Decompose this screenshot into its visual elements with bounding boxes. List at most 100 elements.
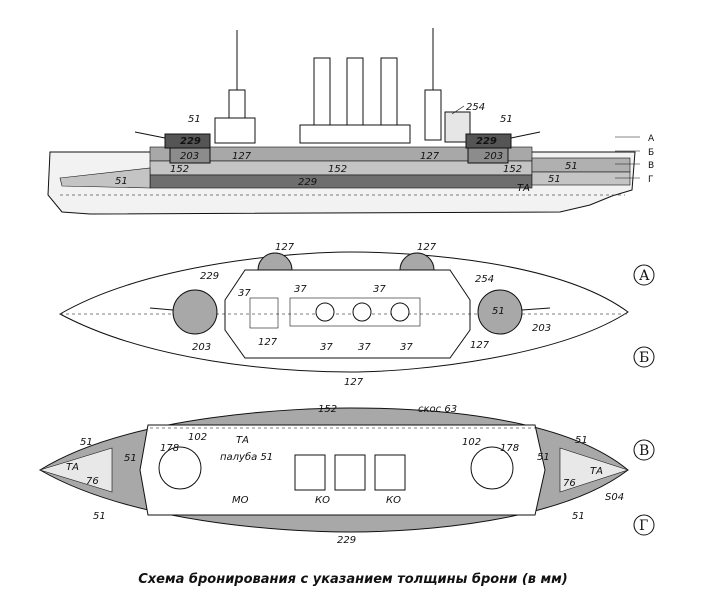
fore-house: [249, 297, 279, 329]
deck-plan-v: 152 скос 63 51 51 51 51 51 51 76 76 178 …: [38, 404, 655, 546]
side-label-turret-top-aft: 51: [500, 114, 513, 125]
funnel-1: [313, 57, 331, 137]
citadel-b: [224, 269, 471, 359]
side-label-stern-lower: 51: [548, 174, 561, 185]
barbette-v-aft: [470, 446, 514, 490]
main-belt: [149, 174, 533, 189]
v-label-51-bow-in: 51: [124, 453, 137, 464]
ko-box-2: [334, 454, 366, 491]
b-label-37-b1: 37: [320, 342, 333, 353]
v-label-51-bow-top: 51: [80, 437, 93, 448]
b-label-barbette-aft: 51: [492, 306, 505, 317]
v-label-178-bow: 178: [160, 443, 179, 454]
v-label-102-stern: 102: [462, 437, 481, 448]
level-letter-v: В: [639, 443, 649, 459]
ref-v: В: [648, 161, 654, 171]
barbette-aft-plan: [477, 289, 523, 335]
b-label-127-bot-r: 127: [470, 340, 490, 351]
fore-guns: [134, 131, 166, 139]
v-label-76-stern: 76: [563, 478, 576, 489]
figure-caption: Схема бронирования с указанием толщины б…: [138, 572, 568, 587]
casemate-top-r: [399, 252, 435, 271]
v-label-ta-aft: ТА: [590, 466, 603, 477]
side-label-stern-upper: 51: [565, 161, 578, 172]
b-label-barbette-fore: 229: [200, 271, 219, 282]
aft-mast-base: [424, 89, 442, 141]
mid-house: [289, 297, 421, 327]
ref-a: А: [648, 134, 655, 144]
deck-v-interior: [139, 424, 546, 516]
stern-upper-belt: [531, 157, 631, 173]
side-label-main-belt: 229: [298, 177, 317, 188]
v-label-ta-fwd: ТА: [66, 462, 79, 473]
v-label-ko-2: КО: [386, 495, 401, 506]
b-label-37-b2: 37: [358, 342, 371, 353]
ref-b: Б: [648, 148, 654, 158]
b-label-203-aft: 203: [532, 323, 551, 334]
v-label-skos: скос 63: [418, 404, 457, 415]
level-marker-a: [633, 264, 655, 286]
b-label-37-tc: 37: [294, 284, 307, 295]
v-label-51-stern-top: 51: [575, 435, 588, 446]
barbette-v-fore: [158, 446, 202, 490]
b-label-37-tr: 37: [373, 284, 386, 295]
b-label-127-bottom: 127: [344, 377, 364, 388]
ko-box-3: [374, 454, 406, 491]
b-label-37-tl: 37: [238, 288, 251, 299]
ko-box-1: [294, 454, 326, 491]
v-label-178-stern: 178: [500, 443, 519, 454]
v-label-229-bottom: 229: [337, 535, 356, 546]
level-marker-g: [633, 514, 655, 536]
stern-lower-belt: [531, 171, 631, 186]
v-label-152: 152: [318, 404, 337, 415]
casemate-top-l: [257, 252, 293, 271]
barbette-fore-plan: [172, 289, 218, 335]
funnel-plan-1: [315, 302, 335, 322]
side-label-turret-aft: 229: [476, 136, 497, 147]
level-marker-v: [633, 439, 655, 461]
v-label-102-bow: 102: [188, 432, 207, 443]
v-label-ta-mid: ТА: [236, 435, 249, 446]
side-label-barbette-aft: 203: [484, 151, 503, 162]
b-label-254: 254: [475, 274, 494, 285]
side-label-upper-belt-fore: 152: [170, 164, 189, 175]
b-label-127-top-r: 127: [417, 242, 437, 253]
level-letter-g: Г: [639, 518, 648, 534]
v-label-mark: S04: [605, 492, 624, 503]
side-label-ta: ТА: [517, 183, 530, 194]
side-label-casemate-aft: 127: [420, 151, 440, 162]
side-label-bow-belt: 51: [115, 176, 128, 187]
side-label-upper-belt-aft: 152: [503, 164, 522, 175]
funnel-plan-2: [352, 302, 372, 322]
funnel-3: [380, 57, 398, 137]
side-label-turret-top-fore: 51: [188, 114, 201, 125]
side-label-conning-tower: 254: [466, 102, 485, 113]
v-label-paluba: палуба 51: [220, 451, 273, 463]
v-label-51-stern-in: 51: [537, 452, 550, 463]
funnel-plan-3: [390, 302, 410, 322]
fore-superstructure: [214, 117, 256, 144]
bow-point: [38, 447, 113, 493]
level-references: А Б В Г: [615, 134, 655, 185]
v-label-ko-1: КО: [315, 495, 330, 506]
funnel-2: [346, 57, 364, 137]
level-letter-b: Б: [639, 350, 649, 366]
turret-aft-side: [465, 133, 512, 149]
b-label-203-fore: 203: [192, 342, 211, 353]
side-label-casemate-fore: 127: [232, 151, 252, 162]
v-label-51-bow-bot: 51: [93, 511, 106, 522]
side-label-upper-belt-mid: 152: [328, 164, 347, 175]
side-label-turret-fore: 229: [180, 136, 201, 147]
deck-plan-b: 229 51 203 203 127 127 127 127 127 37 37…: [58, 242, 655, 388]
side-view: 229 229 203 203 127 127 152 152 152 229 …: [47, 28, 655, 215]
level-marker-b: [633, 346, 655, 368]
side-label-barbette-fore: 203: [180, 151, 199, 162]
v-label-mo: МО: [232, 495, 249, 506]
b-label-127-bot-l: 127: [258, 337, 278, 348]
mid-superstructure: [299, 124, 411, 144]
v-label-76-bow: 76: [86, 476, 99, 487]
level-letter-a: А: [639, 268, 650, 284]
aft-guns: [510, 131, 541, 139]
bow-belt: [59, 167, 151, 189]
